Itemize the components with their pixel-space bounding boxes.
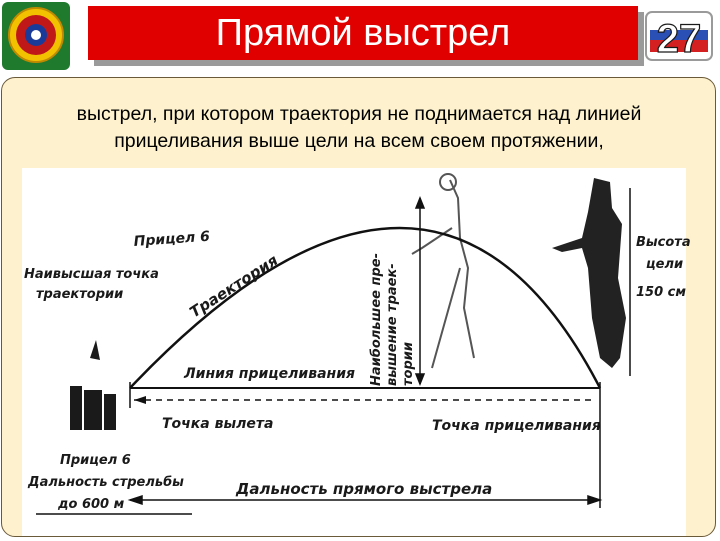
label-max-excess: Наибольшее пре- вышение траек- тории: [369, 253, 416, 386]
label-highest-point-1: Наивысшая точка: [24, 267, 159, 282]
svg-text:Наибольшее пре-: Наибольшее пре-: [369, 253, 384, 386]
trajectory-arc: [129, 226, 602, 389]
label-sight-bottom: Прицел 6: [60, 453, 131, 468]
definition-line-2: прицеливания выше цели на всем своем про…: [114, 130, 604, 152]
label-target-height-3: 150 см: [636, 285, 686, 300]
target-soldier-figure: [552, 178, 626, 368]
label-direct-range: Дальность прямого выстрела: [235, 480, 492, 498]
label-trajectory: Траектория: [186, 251, 281, 321]
title-banner: Прямой выстрел: [88, 6, 638, 60]
definition-line-1: выстрел, при котором траектория не подни…: [76, 103, 642, 125]
direct-range-dimension: [127, 494, 603, 506]
label-range-1: Дальность стрельбы: [27, 475, 184, 490]
page-title: Прямой выстрел: [215, 12, 511, 54]
label-highest-point-2: траектории: [36, 287, 123, 302]
svg-text:тории: тории: [401, 342, 416, 386]
max-excess-arrow: [414, 195, 426, 387]
label-departure-point: Точка вылета: [162, 416, 273, 432]
label-target-height-1: Высота: [636, 235, 691, 250]
direct-shot-diagram: Прицел 6 Наивысшая точка траектории Трае…: [22, 168, 691, 536]
logo-number: 27: [657, 17, 702, 61]
label-aim-line: Линия прицеливания: [183, 366, 355, 382]
definition-text: выстрел, при котором траектория не подни…: [4, 101, 714, 155]
label-range-2: до 600 м: [57, 497, 125, 512]
label-sight-top: Прицел 6: [133, 229, 210, 250]
emblem-icon: [2, 2, 70, 70]
shooter-figure: [70, 340, 116, 430]
number-logo-icon: 27: [645, 11, 713, 62]
svg-text:вышение траек-: вышение траек-: [385, 263, 400, 386]
running-soldier-figure: [411, 173, 475, 369]
label-target-height-2: цели: [646, 257, 683, 272]
label-aim-point: Точка прицеливания: [432, 418, 601, 434]
